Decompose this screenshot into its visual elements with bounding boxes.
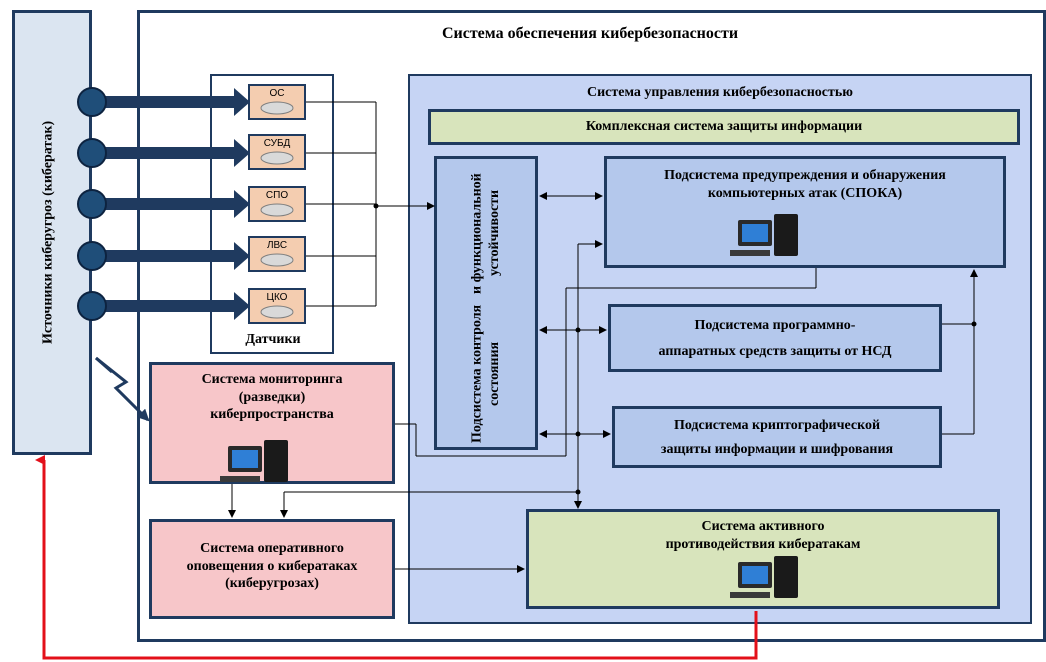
monitoring-line2: (разведки) (238, 389, 306, 405)
crypto-line1: Подсистема криптографической (673, 418, 881, 433)
feedback-loop (35, 455, 758, 660)
sensor-dbms-label: СУБД (263, 138, 291, 149)
source-arrow-lan (77, 241, 250, 271)
threat-sources-panel (12, 10, 92, 455)
alert-line2: оповещения о кибератаках (186, 558, 358, 574)
nsd-line2: аппаратных средств защиты от НСД (658, 343, 892, 359)
source-arrow-cko (77, 291, 250, 321)
system-title: Система обеспечения кибербезопасности (441, 25, 739, 42)
sensor-dbms: СУБД (248, 134, 306, 170)
sensor-lan-label: ЛВС (266, 240, 288, 251)
alert-line3: (киберугрозах) (225, 576, 319, 591)
spoka-box: Подсистема предупреждения и обнаружения … (604, 156, 1006, 268)
sensor-bus (306, 101, 435, 307)
sensors-caption: Датчики (245, 332, 301, 347)
sensor-cko-label: ЦКО (266, 292, 288, 303)
crypto-box: Подсистема криптографической защиты инфо… (612, 406, 942, 468)
active-line1: Система активного (701, 519, 825, 534)
source-arrow-spo (77, 189, 250, 219)
source-arrow-dbms (77, 138, 250, 168)
spoka-line1: Подсистема предупреждения и обнаружения (664, 168, 946, 183)
computer-icon-monitoring (220, 440, 288, 482)
nsd-line1: Подсистема программно- (694, 318, 856, 333)
complex-protection-box: Комплексная система защиты информации (428, 109, 1020, 145)
lightning-link (95, 356, 150, 422)
monitoring-line1: Система мониторинга (201, 372, 343, 387)
cybersecurity-system-frame (137, 10, 1046, 642)
management-title: Система управления кибербезопасностью (587, 85, 853, 100)
complex-protection-label: Комплексная система защиты информации (585, 119, 863, 135)
sensor-disk-icons (260, 101, 294, 319)
sensor-spo-label: СПО (265, 190, 289, 201)
alert-line1: Система оперативного (200, 541, 344, 556)
control-subsystem-box (434, 156, 538, 450)
nsd-box: Подсистема программно- аппаратных средст… (608, 304, 942, 372)
monitoring-line3: киберпространства (210, 407, 334, 422)
alert-box: Система оперативного оповещения о кибера… (149, 519, 395, 619)
computer-icon-active (730, 556, 798, 598)
active-line2: противодействия кибератакам (665, 536, 861, 552)
sensor-os-label: ОС (269, 88, 285, 99)
spoka-line2: компьютерных атак (СПОКА) (707, 185, 903, 201)
computer-icon-spoka (730, 214, 798, 256)
source-arrow-os (77, 87, 250, 117)
crypto-line2: защиты информации и шифрования (660, 441, 894, 457)
source-arrows (77, 87, 250, 321)
